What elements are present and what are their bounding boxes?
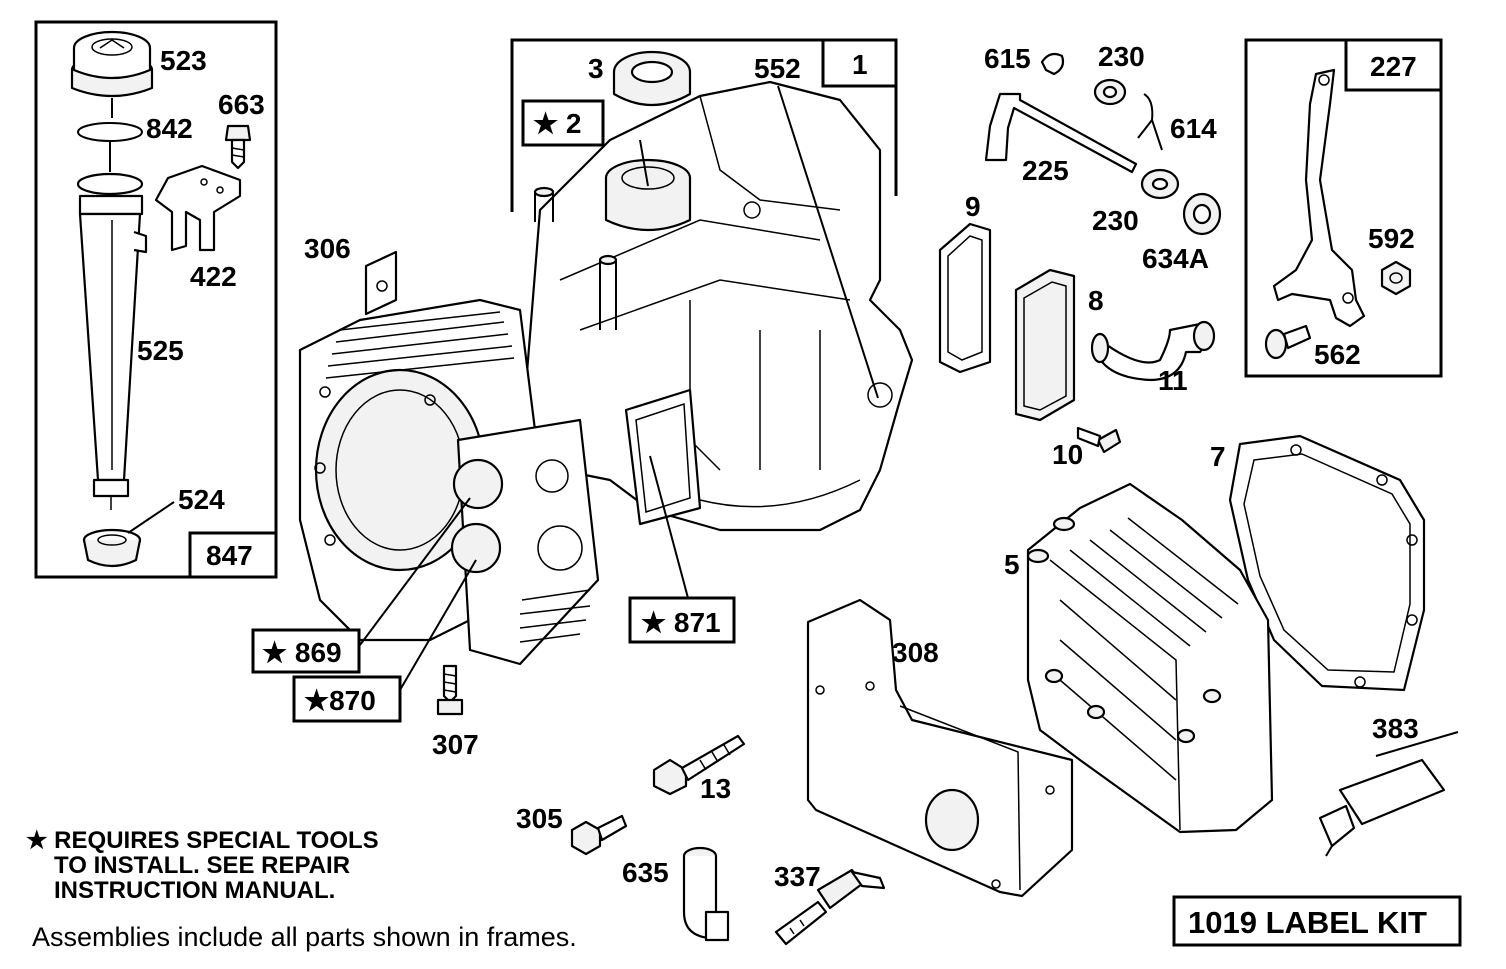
callout-562: 562: [1314, 339, 1361, 370]
o-ring: [77, 122, 143, 142]
callout-8: 8: [1088, 285, 1104, 316]
callout-663: 663: [218, 89, 265, 120]
governor-frame: 227: [1244, 38, 1443, 378]
bracket-306: [364, 250, 398, 316]
head-gasket-7: [1228, 434, 1426, 692]
oil-seal-3: [612, 50, 692, 107]
callout-230-top: 230: [1098, 41, 1145, 72]
seal-634a: [1182, 192, 1222, 236]
stud-13: [652, 734, 746, 796]
callout-525: 525: [137, 335, 184, 366]
washer-230-lower: [1140, 168, 1180, 200]
tool-383: [1318, 731, 1459, 857]
breather-gasket-9: [938, 222, 992, 374]
leader-871: [649, 455, 689, 599]
leader-869: [359, 497, 471, 646]
special-tools-note: ★ REQUIRES SPECIAL TOOLS TO INSTALL. SEE…: [26, 827, 379, 904]
leader-2: [639, 139, 649, 187]
nut-592: [1380, 260, 1412, 296]
callout-869: ★ 869: [262, 637, 342, 668]
callout-230-lower: 230: [1092, 205, 1139, 236]
callout-870: ★870: [304, 685, 376, 716]
governor-lever: [1272, 68, 1366, 328]
leader-870: [399, 559, 477, 691]
frame-number-227: 227: [1370, 51, 1417, 82]
callout-842: 842: [146, 113, 193, 144]
callout-592: 592: [1368, 223, 1415, 254]
callout-871: ★ 871: [641, 607, 721, 638]
special-tools-line-3: INSTRUCTION MANUAL.: [54, 877, 335, 904]
clip-615: [1040, 52, 1065, 76]
screw-305: [570, 814, 628, 856]
dipstick-cap: [70, 30, 154, 98]
elbow-635: [682, 846, 730, 942]
crankcase-frame: 1: [510, 38, 898, 212]
breather-tube-11: [1090, 320, 1216, 382]
callout-305: 305: [516, 803, 563, 834]
bracket-422: [154, 164, 242, 252]
callout-3: 3: [588, 53, 604, 84]
callout-615: 615: [984, 43, 1031, 74]
callout-524: 524: [178, 484, 225, 515]
callout-2: ★ 2: [533, 108, 581, 139]
label-kit: 1019 LABEL KIT: [1172, 895, 1462, 947]
washer-230-top: [1093, 78, 1127, 106]
callout-635: 635: [622, 857, 669, 888]
spark-plug-337: [774, 868, 886, 946]
assemblies-note: Assemblies include all parts shown in fr…: [32, 922, 577, 952]
special-tools-line-1: ★ REQUIRES SPECIAL TOOLS: [26, 827, 379, 854]
callout-5: 5: [1004, 549, 1020, 580]
leader-552: [777, 85, 879, 399]
label-kit-text: 1019 LABEL KIT: [1188, 905, 1427, 940]
callout-552: 552: [754, 53, 801, 84]
callout-11: 11: [1158, 365, 1188, 396]
callout-307: 307: [432, 729, 479, 760]
callout-614: 614: [1170, 113, 1217, 144]
pin-614: [1137, 93, 1163, 151]
callout-523: 523: [160, 45, 207, 76]
callout-308: 308: [892, 637, 939, 668]
callout-225: 225: [1022, 155, 1069, 186]
callout-13: 13: [700, 773, 731, 804]
engine-crankcase: [298, 80, 914, 666]
callout-337: 337: [774, 861, 821, 892]
dipstick-frame: 847: [34, 20, 278, 579]
cylinder-head-5: [1026, 482, 1274, 834]
breather-cover-8: [1014, 268, 1076, 422]
callout-634a: 634A: [1142, 243, 1209, 274]
governor-shaft-225: [984, 92, 1138, 174]
frame-number-847: 847: [206, 540, 253, 571]
dipstick-tube: [76, 172, 148, 510]
screw-10: [1076, 426, 1122, 454]
screw-562: [1264, 324, 1312, 360]
callout-422: 422: [190, 261, 237, 292]
screw-307: [436, 664, 464, 716]
callout-383: 383: [1372, 713, 1419, 744]
tube-grommet: [82, 528, 142, 568]
callout-9: 9: [965, 191, 981, 222]
frame-number-1: 1: [852, 49, 868, 80]
callout-10: 10: [1052, 439, 1083, 470]
special-tools-line-2: TO INSTALL. SEE REPAIR: [54, 852, 350, 879]
callout-7: 7: [1210, 441, 1226, 472]
screw-663: [224, 124, 252, 170]
air-guide-308: [806, 598, 1074, 898]
callout-306: 306: [304, 233, 351, 264]
